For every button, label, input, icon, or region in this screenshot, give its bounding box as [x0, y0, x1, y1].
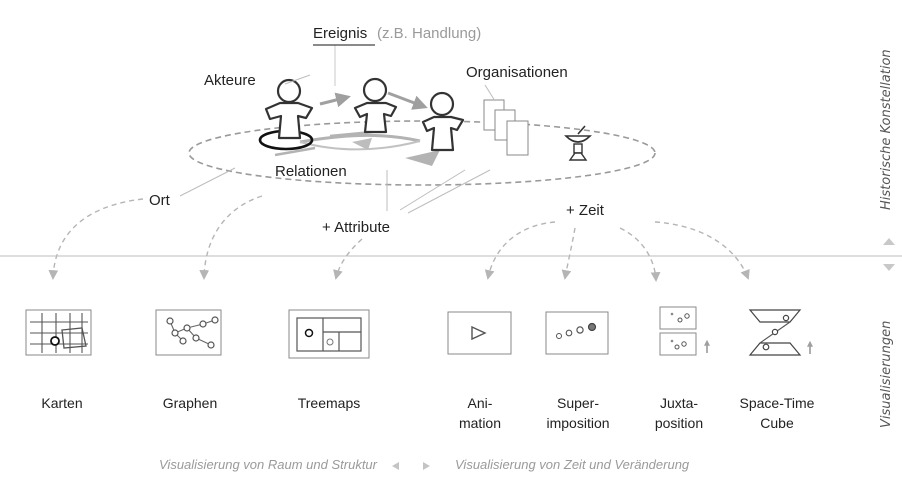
viz-label-karten: Karten: [41, 395, 82, 411]
event-arrow: [313, 44, 428, 110]
viz-label-juxtaposition-2: position: [655, 415, 703, 431]
place-ellipse: [188, 120, 656, 186]
event-note: (z.B. Handlung): [377, 25, 481, 42]
visualization-labels: Karten Graphen Treemaps Ani- mation Supe…: [41, 395, 814, 431]
actor-figure-1: [258, 78, 314, 151]
treemap-visualization-icon: [288, 309, 370, 359]
juxtaposition-visualization-icon: [659, 306, 710, 356]
event-label: Ereignis: [313, 25, 367, 42]
viz-label-superimposition-2: imposition: [546, 415, 609, 431]
mapping-arrows: [48, 195, 750, 282]
arrow-up-icon: [883, 238, 895, 245]
viz-label-treemaps: Treemaps: [298, 395, 361, 411]
connector-lines: [179, 74, 496, 214]
actors-label: Akteure: [204, 72, 256, 89]
arrow-left-icon: [392, 462, 399, 470]
viz-label-animation-1: Ani-: [468, 395, 493, 411]
actor-figure-2: [353, 77, 398, 134]
animation-visualization-icon: [447, 311, 512, 355]
viz-label-juxtaposition-1: Juxta-: [660, 395, 698, 411]
viz-label-space-time-cube-2: Cube: [760, 415, 794, 431]
constellation-scene: Ereignis (z.B. Handlung) Akteure Organis…: [149, 25, 656, 236]
relations-label: Relationen: [275, 163, 347, 180]
viz-label-animation-2: mation: [459, 415, 501, 431]
sundial-icon: [564, 125, 592, 161]
graph-visualization-icon: [155, 309, 222, 356]
organisation-documents: [483, 99, 529, 156]
map-visualization-icon: [25, 309, 92, 356]
viz-label-space-time-cube-1: Space-Time: [740, 395, 815, 411]
place-label: Ort: [149, 192, 171, 209]
viz-label-graphen: Graphen: [163, 395, 217, 411]
viz-label-superimposition-1: Super-: [557, 395, 599, 411]
footer-left-caption: Visualisierung von Raum und Struktur: [159, 457, 378, 472]
superimposition-visualization-icon: [545, 311, 609, 355]
time-label: + Zeit: [566, 202, 605, 219]
side-label-top: Historische Konstellation: [879, 49, 894, 210]
side-label-bottom: Visualisierungen: [879, 321, 894, 428]
attributes-label: + Attribute: [322, 219, 390, 236]
space-time-cube-visualization-icon: [748, 309, 813, 356]
organisations-label: Organisationen: [466, 64, 568, 81]
actor-figure-3: [421, 91, 465, 152]
arrow-down-icon: [883, 264, 895, 271]
footer-right-caption: Visualisierung von Zeit und Veränderung: [455, 457, 690, 472]
arrow-right-icon: [423, 462, 430, 470]
